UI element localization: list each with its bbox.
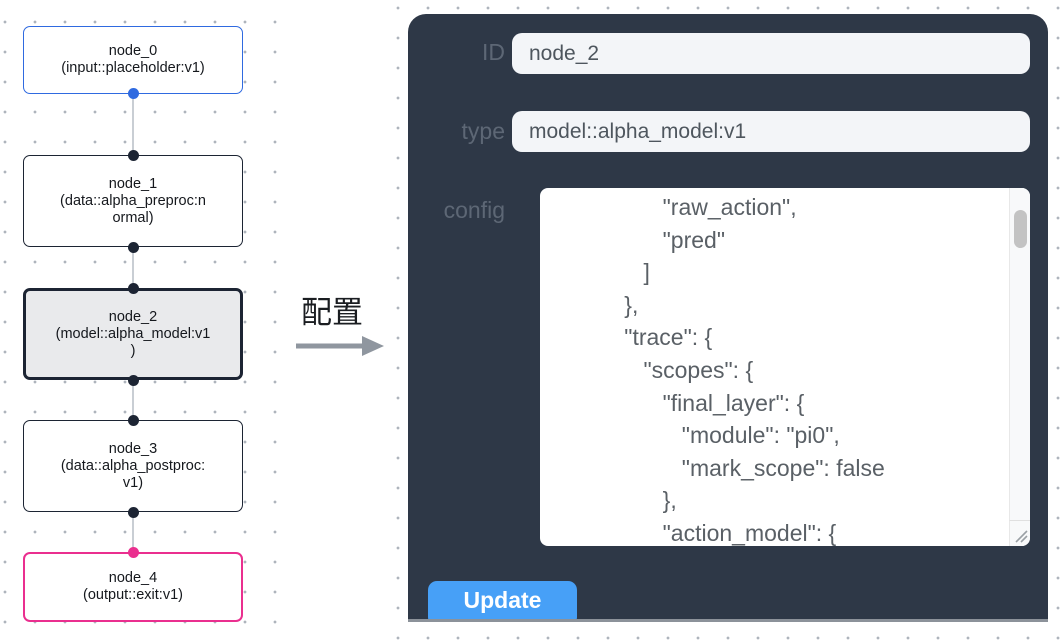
right-arrow-icon [296,336,384,356]
node-subtitle: (data::alpha_postproc: v1) [60,457,206,491]
port-node-1-out[interactable] [127,241,139,253]
id-field-label: ID [482,39,505,65]
update-button[interactable]: Update [428,581,577,619]
flow-node-node-3[interactable]: node_3 (data::alpha_postproc: v1) [23,420,243,512]
config-field-label: config [443,197,505,223]
port-node-3-out[interactable] [127,506,139,518]
node-title: node_2 [108,308,158,325]
flow-node-node-2-selected[interactable]: node_2 (model::alpha_model:v1 ) [23,288,243,380]
node-subtitle: (output::exit:v1) [83,587,183,603]
node-subtitle: (input::placeholder:v1) [61,60,205,76]
node-subtitle: (model::alpha_model:v1 ) [55,325,211,359]
port-node-0-out[interactable] [127,88,139,99]
node-title: node_0 [108,43,158,59]
node-config-panel: ID type config "raw_action", "pred" ] },… [408,14,1048,622]
resize-handle-icon [1015,530,1028,543]
port-node-3-in[interactable] [127,414,139,426]
port-node-2-in[interactable] [127,282,139,294]
flow-node-node-4[interactable]: node_4 (output::exit:v1) [23,552,243,622]
node-title: node_4 [108,570,158,586]
config-textarea[interactable]: "raw_action", "pred" ] }, "trace": { "sc… [540,188,1030,546]
node-title: node_3 [108,440,158,457]
configure-label: 配置 [301,295,363,330]
flow-node-node-0[interactable]: node_0 (input::placeholder:v1) [23,26,243,94]
node-subtitle: (data::alpha_preproc:n ormal) [60,192,206,226]
config-resize-corner[interactable] [1009,520,1030,546]
node-title: node_1 [108,175,158,192]
type-field-label: type [461,118,505,144]
port-node-1-in[interactable] [127,149,139,161]
config-scrollbar-track[interactable] [1009,188,1030,520]
config-scrollbar-thumb[interactable] [1013,210,1027,248]
config-json-text: "raw_action", "pred" ] }, "trace": { "sc… [624,194,885,546]
id-input[interactable] [512,33,1030,74]
port-node-2-out[interactable] [127,374,139,386]
flow-node-node-1[interactable]: node_1 (data::alpha_preproc:n ormal) [23,155,243,247]
type-input[interactable] [512,111,1030,152]
port-node-4-in[interactable] [127,546,139,558]
